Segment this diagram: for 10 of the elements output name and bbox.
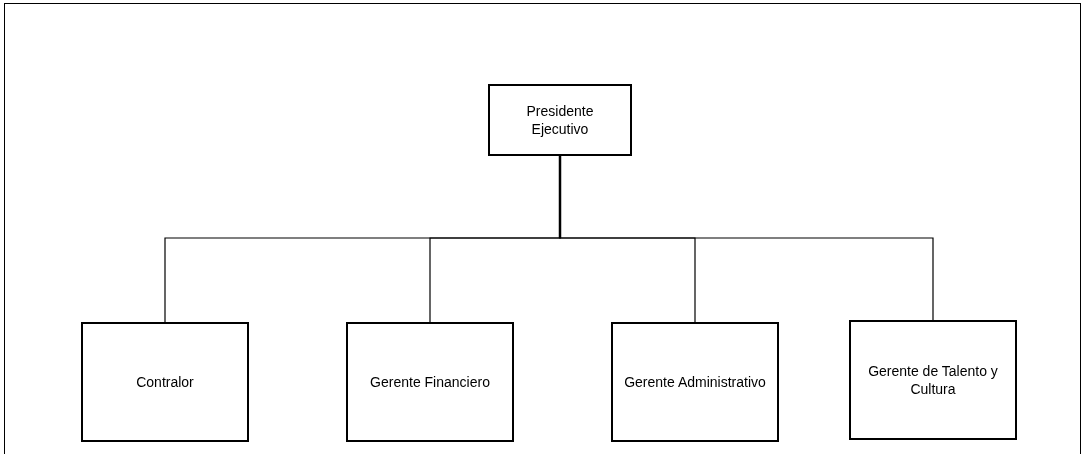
role-title: Presidente Ejecutivo — [525, 101, 595, 139]
org-box — [488, 84, 632, 156]
org-box — [346, 322, 514, 442]
role-title: Gerente Financiero — [370, 372, 490, 392]
role-title: Contralor — [136, 372, 194, 392]
role-title: Gerente de Talento y Cultura — [867, 361, 999, 399]
org-box — [849, 320, 1017, 440]
role-title: Gerente Administrativo — [624, 372, 766, 392]
org-box — [611, 322, 779, 442]
org-box — [81, 322, 249, 442]
